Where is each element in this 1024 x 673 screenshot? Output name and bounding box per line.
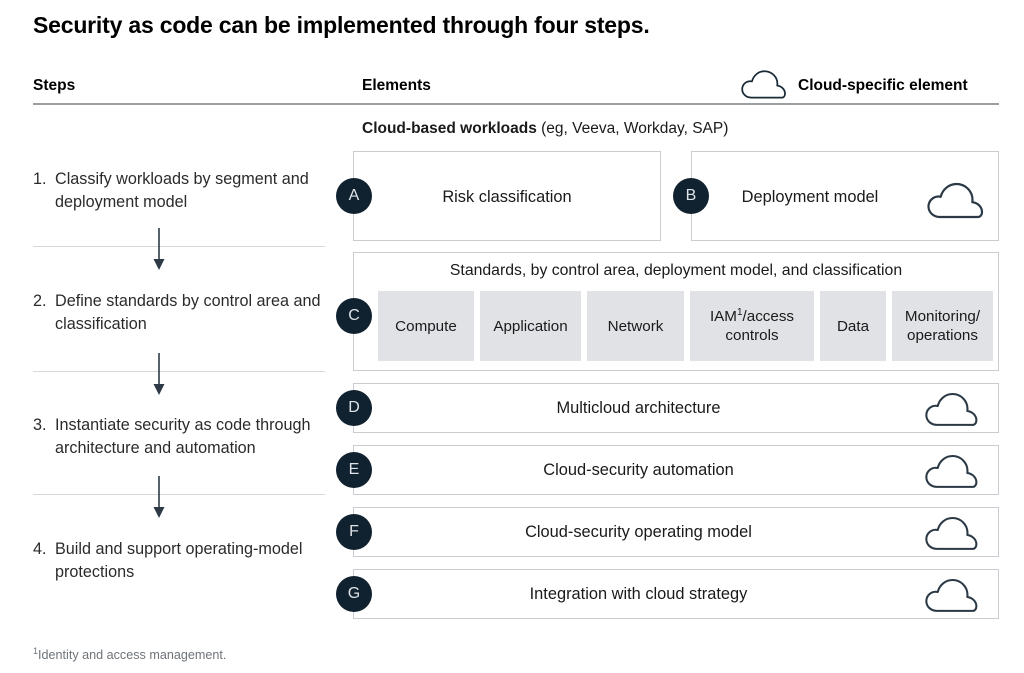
badge-c: C	[336, 298, 372, 334]
cloud-based-workloads-label: Cloud-based workloads (eg, Veeva, Workda…	[362, 120, 728, 138]
badge-g: G	[336, 576, 372, 612]
header-divider	[33, 103, 999, 105]
element-label-b: Deployment model	[741, 188, 879, 206]
control-area-label: Network	[607, 317, 664, 335]
step-number: 2.	[33, 292, 47, 310]
cloud-icon	[924, 514, 982, 552]
step-number: 3.	[33, 416, 47, 434]
element-label-e: Cloud-security automation	[543, 461, 734, 479]
control-area-label: IAM1/access controls	[709, 306, 795, 345]
cloud-based-workloads-examples: (eg, Veeva, Workday, SAP)	[536, 120, 729, 137]
control-area-list: Compute Application Network IAM1/access …	[378, 291, 993, 361]
step-number: 4.	[33, 540, 47, 558]
step-text: Classify workloads by segment and deploy…	[55, 170, 309, 211]
footnote-marker: 1	[33, 646, 39, 656]
control-area-application[interactable]: Application	[480, 291, 581, 361]
step-item-3: 3. Instantiate security as code through …	[33, 414, 343, 460]
control-area-label: Application	[493, 317, 568, 335]
element-box-a[interactable]: Risk classification	[353, 151, 661, 241]
element-label-g: Integration with cloud strategy	[529, 585, 748, 603]
cloud-icon	[924, 390, 982, 428]
cloud-icon	[926, 180, 988, 220]
element-box-b[interactable]: Deployment model	[691, 151, 999, 241]
control-area-network[interactable]: Network	[587, 291, 684, 361]
control-area-compute[interactable]: Compute	[378, 291, 474, 361]
element-box-c[interactable]: Standards, by control area, deployment m…	[353, 252, 999, 371]
standards-title: Standards, by control area, deployment m…	[449, 262, 903, 279]
cloud-icon	[924, 452, 982, 490]
arrow-down-icon	[150, 476, 168, 520]
element-box-d[interactable]: Multicloud architecture	[353, 383, 999, 433]
control-area-iam-access-controls[interactable]: IAM1/access controls	[690, 291, 814, 361]
column-header-elements: Elements	[362, 77, 431, 94]
control-area-monitoring-operations[interactable]: Monitoring/ operations	[892, 291, 993, 361]
step-item-2: 2. Define standards by control area and …	[33, 290, 343, 336]
step-divider	[33, 371, 325, 372]
legend-label: Cloud-specific element	[798, 77, 968, 94]
cloud-icon	[924, 576, 982, 614]
control-area-label: Monitoring/ operations	[904, 308, 981, 344]
footnote: 1Identity and access management.	[33, 646, 226, 662]
cloud-icon	[739, 68, 791, 100]
element-box-e[interactable]: Cloud-security automation	[353, 445, 999, 495]
element-box-f[interactable]: Cloud-security operating model	[353, 507, 999, 557]
step-text: Build and support operating-model protec…	[55, 540, 303, 581]
step-divider	[33, 494, 325, 495]
element-label-a: Risk classification	[442, 188, 572, 206]
step-text: Instantiate security as code through arc…	[55, 416, 311, 457]
badge-a: A	[336, 178, 372, 214]
badge-e: E	[336, 452, 372, 488]
element-box-g[interactable]: Integration with cloud strategy	[353, 569, 999, 619]
step-item-4: 4. Build and support operating-model pro…	[33, 538, 343, 584]
cloud-based-workloads-title: Cloud-based workloads	[362, 120, 537, 137]
column-header-steps: Steps	[33, 77, 76, 94]
step-text: Define standards by control area and cla…	[55, 292, 321, 333]
arrow-down-icon	[150, 228, 168, 272]
page-title: Security as code can be implemented thro…	[33, 12, 650, 38]
step-divider	[33, 246, 325, 247]
arrow-down-icon	[150, 353, 168, 397]
footnote-marker: 1	[736, 306, 743, 318]
badge-b: B	[673, 178, 709, 214]
badge-d: D	[336, 390, 372, 426]
element-label-d: Multicloud architecture	[556, 399, 721, 417]
control-area-data[interactable]: Data	[820, 291, 886, 361]
element-label-f: Cloud-security operating model	[525, 523, 752, 541]
control-area-label: Compute	[395, 317, 457, 335]
footnote-text: Identity and access management.	[38, 648, 227, 663]
step-number: 1.	[33, 170, 47, 188]
control-area-label: Data	[836, 317, 870, 335]
badge-f: F	[336, 514, 372, 550]
step-item-1: 1. Classify workloads by segment and dep…	[33, 168, 343, 214]
